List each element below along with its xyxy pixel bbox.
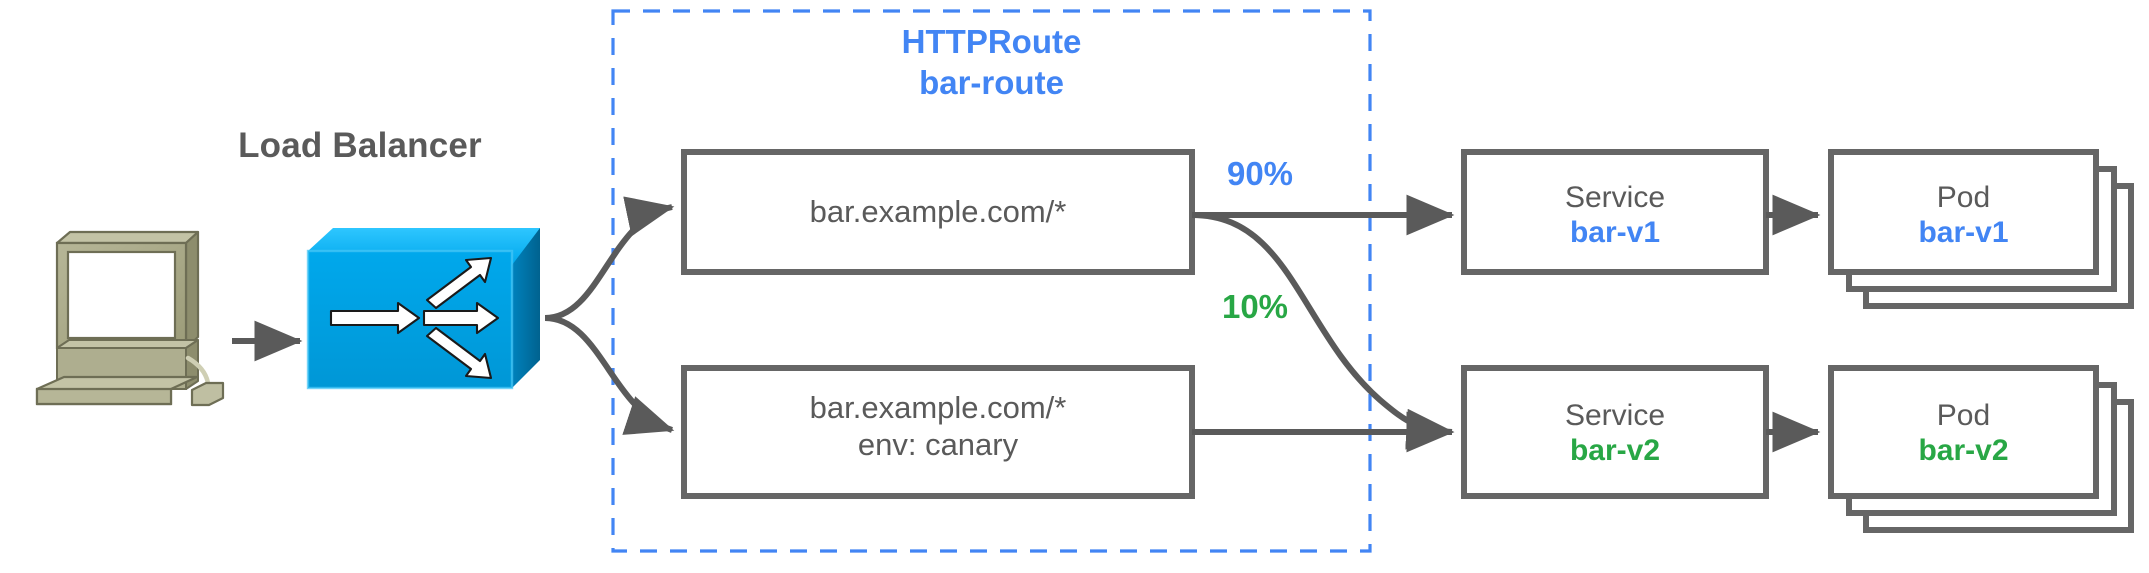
httproute-boundary [611, 9, 1372, 553]
match-box-primary [681, 149, 1195, 275]
match-canary-label: bar.example.com/* env: canary [684, 390, 1192, 463]
match-canary-line-2: env: canary [857, 426, 1019, 462]
service-box-bar-v2 [1461, 365, 1769, 499]
pod-box-bar-v2 [1828, 365, 2099, 499]
pod-stack-bar-v1 [1828, 149, 2134, 309]
edge-lb-to-match-canary [544, 315, 675, 435]
service-bar-v1-label: Service bar-v1 [1464, 180, 1766, 251]
service-bar-v2-kind: Service [1564, 399, 1666, 432]
pod-bar-v2-kind: Pod [1936, 399, 1991, 432]
match-canary-line-1: bar.example.com/* [809, 390, 1067, 425]
match-primary-line-1: bar.example.com/* [809, 194, 1067, 229]
load-balancer-icon [306, 228, 540, 390]
weight-label-10: 10% [1221, 288, 1289, 325]
edge-lb-to-match-primary [544, 196, 675, 321]
service-bar-v1-name: bar-v1 [1569, 216, 1661, 250]
pod-bar-v1-name: bar-v1 [1918, 216, 2009, 250]
service-bar-v2-name: bar-v2 [1569, 434, 1661, 468]
computer-icon [35, 230, 225, 407]
httproute-kind: HTTPRoute [901, 23, 1082, 60]
pod-box-bar-v1 [1828, 149, 2099, 275]
load-balancer-label: Load Balancer [238, 126, 482, 165]
pod-bar-v1-label: Pod bar-v1 [1831, 180, 2096, 251]
httproute-name: bar-route [919, 63, 1064, 101]
pod-stack-bar-v2 [1828, 365, 2134, 533]
pod-bar-v2-name: bar-v2 [1918, 434, 2009, 468]
pod-bar-v1-kind: Pod [1936, 181, 1991, 214]
pod-bar-v2-label: Pod bar-v2 [1831, 398, 2096, 469]
service-bar-v2-label: Service bar-v2 [1464, 398, 1766, 469]
service-bar-v1-kind: Service [1564, 181, 1666, 214]
weight-label-90: 90% [1226, 155, 1294, 192]
match-primary-label: bar.example.com/* [684, 194, 1192, 231]
service-box-bar-v1 [1461, 149, 1769, 275]
match-box-canary [681, 365, 1195, 499]
httproute-title: HTTPRoute bar-route [613, 22, 1370, 104]
